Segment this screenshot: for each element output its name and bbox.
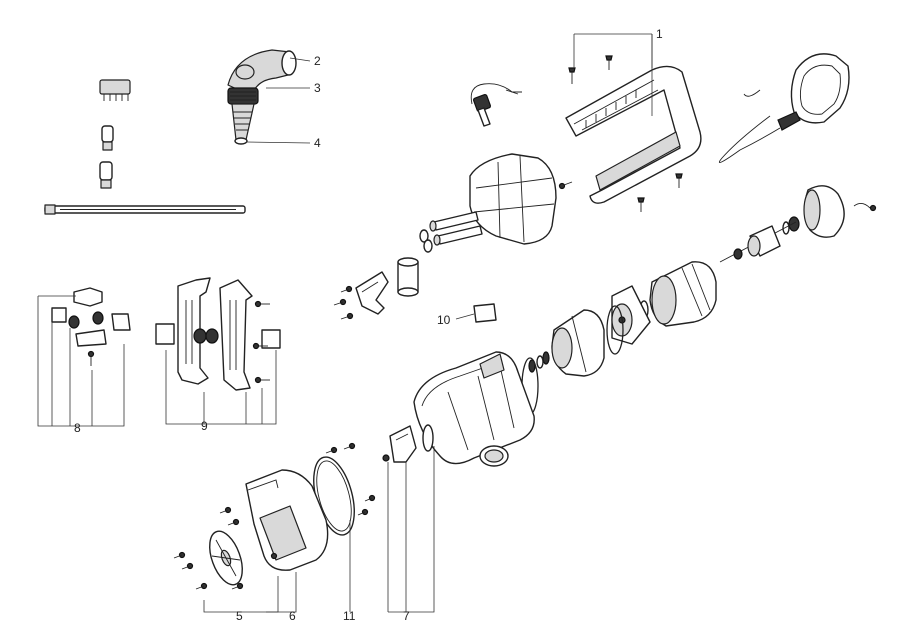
callout-2: 2 <box>314 54 321 68</box>
kit-8-parts <box>51 287 131 366</box>
small-screw-upper <box>558 181 573 190</box>
callout-10: 10 <box>437 313 451 327</box>
callout-6: 6 <box>289 609 296 623</box>
label-plate <box>473 303 497 323</box>
callout-7: 7 <box>403 609 410 623</box>
leader-lines <box>203 33 653 613</box>
callout-3: 3 <box>314 81 321 95</box>
clamp-screws <box>333 285 354 320</box>
callout-5: 5 <box>236 609 243 623</box>
bearing-rings <box>782 216 800 235</box>
stator <box>649 261 717 327</box>
hose-elbow <box>227 49 297 145</box>
screws-part-1 <box>568 55 683 212</box>
callout-1: 1 <box>656 27 663 41</box>
motor-cover-upper <box>469 153 557 245</box>
main-housing <box>413 351 535 467</box>
spacer-rings <box>528 351 550 373</box>
cable-connector <box>470 83 522 127</box>
kit-8-bracket <box>37 295 125 427</box>
o-ring-large <box>606 305 624 355</box>
kit-9-screws <box>252 300 270 384</box>
screws-part-7 <box>357 494 376 516</box>
motor-base <box>245 469 329 571</box>
rotor-shaft <box>719 221 797 263</box>
kit-9-rails <box>155 277 281 391</box>
screws-part-11 <box>325 442 356 454</box>
pump-housing-inner <box>551 309 605 377</box>
bearing-plate <box>611 285 651 345</box>
pins <box>429 211 483 246</box>
connector-block <box>99 79 131 101</box>
clamp-part <box>355 271 389 315</box>
inlet-cover <box>382 424 434 463</box>
handle-frame <box>565 65 702 204</box>
screws-part-5 <box>173 506 244 590</box>
cable-tie <box>44 204 246 215</box>
callout-9: 9 <box>201 419 208 433</box>
cylinder-sleeve <box>397 257 419 297</box>
bottom-disc <box>209 530 243 586</box>
callout-4: 4 <box>314 136 321 150</box>
callout-8: 8 <box>74 421 81 435</box>
washers <box>419 229 433 253</box>
crimp-connector-b <box>99 161 113 189</box>
kit-9-bracket <box>165 350 277 425</box>
callout-11: 11 <box>343 609 356 623</box>
end-cap <box>803 185 877 238</box>
float-switch <box>718 53 850 163</box>
crimp-connector-a <box>101 125 114 151</box>
